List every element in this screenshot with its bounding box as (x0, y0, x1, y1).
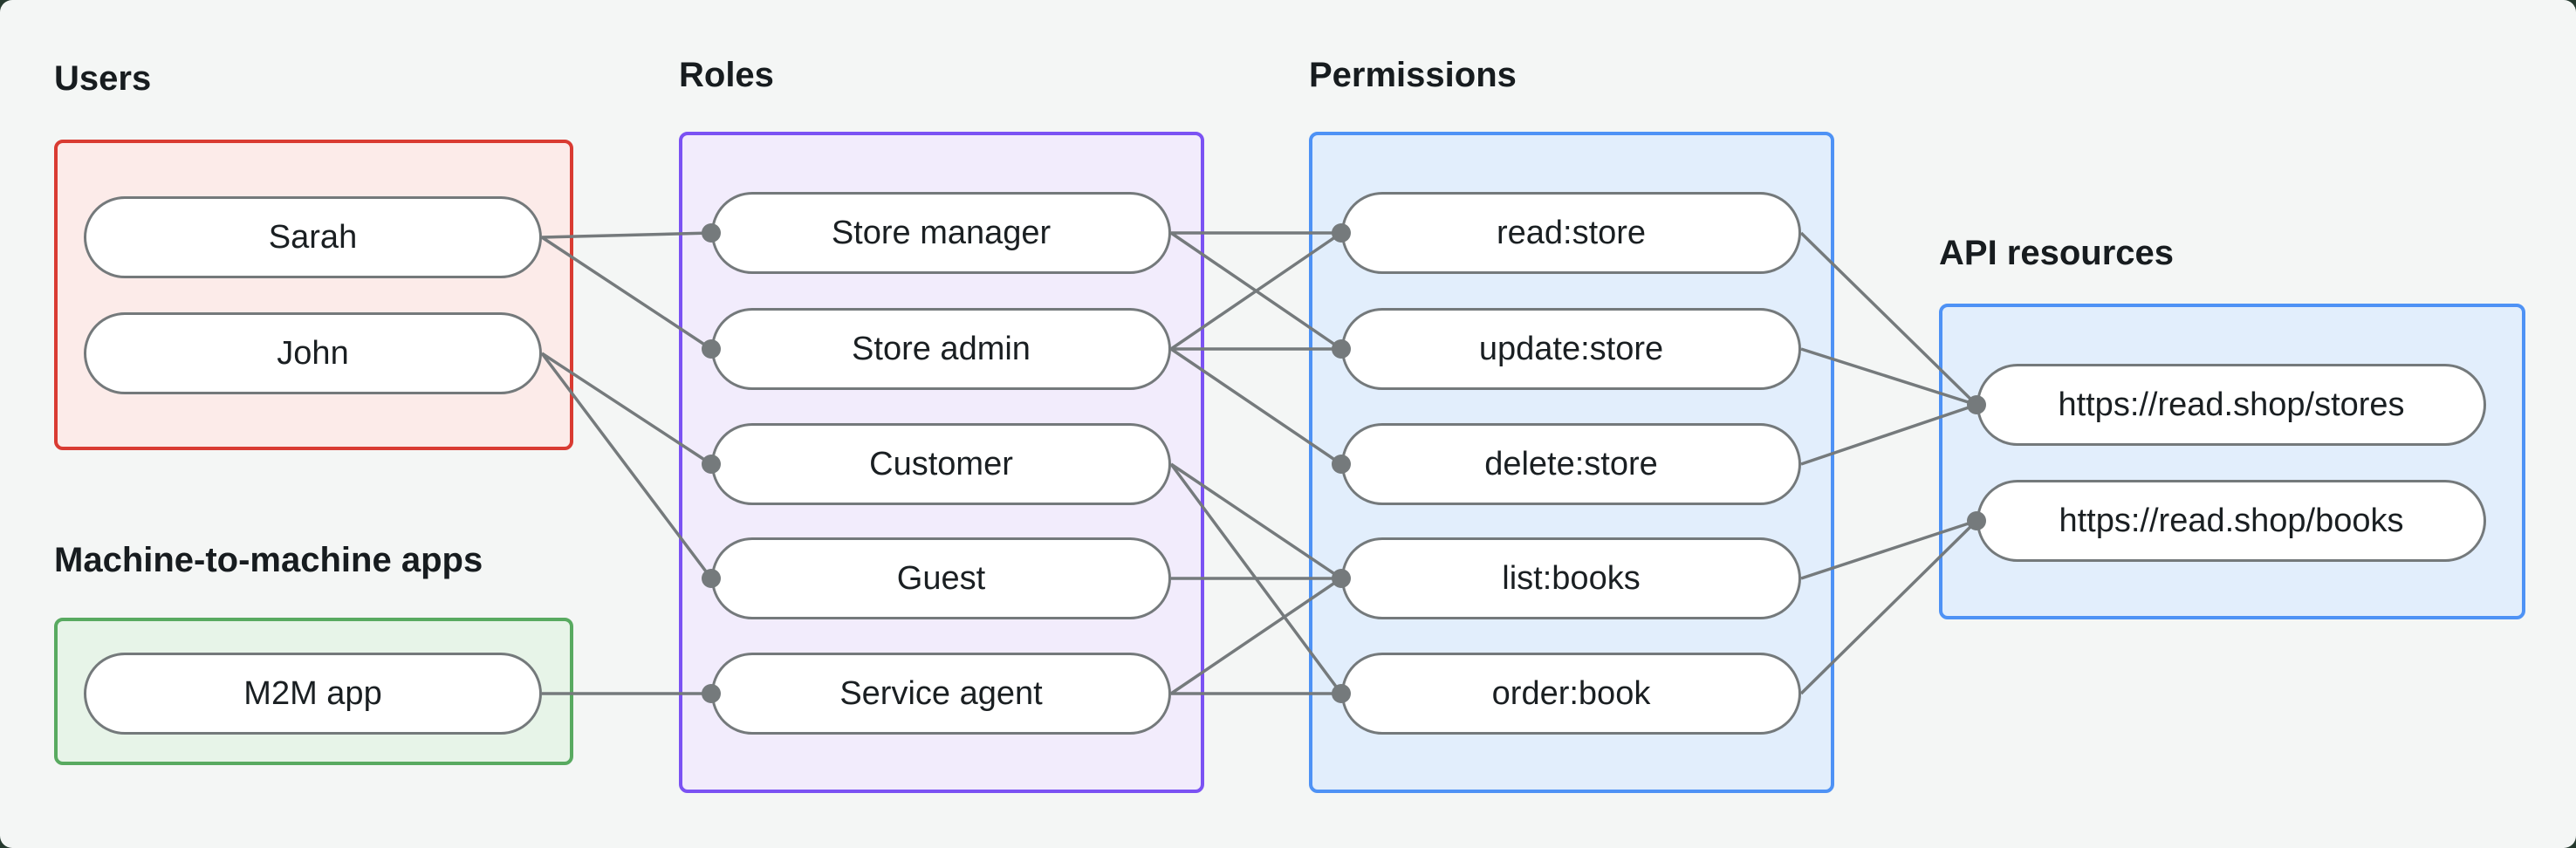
node-api-resource-books: https://read.shop/books (1977, 480, 2486, 562)
node-m2m-app: M2M app (84, 653, 542, 735)
users-group-label: Users (54, 59, 152, 98)
node-role-store-manager: Store manager (711, 192, 1171, 274)
node-role-store-admin: Store admin (711, 308, 1171, 390)
node-api-resource-stores: https://read.shop/stores (1977, 364, 2486, 446)
users-group-box (54, 140, 573, 450)
node-role-guest: Guest (711, 537, 1171, 619)
node-permission-order-book: order:book (1341, 653, 1801, 735)
node-role-customer: Customer (711, 423, 1171, 505)
api-resources-group-box (1939, 304, 2525, 619)
node-user-john: John (84, 312, 542, 394)
node-permission-read-store: read:store (1341, 192, 1801, 274)
node-permission-update-store: update:store (1341, 308, 1801, 390)
roles-group-label: Roles (679, 56, 774, 94)
node-user-sarah: Sarah (84, 196, 542, 278)
m2m-group-label: Machine-to-machine apps (54, 541, 483, 579)
node-permission-list-books: list:books (1341, 537, 1801, 619)
api-resources-group-label: API resources (1939, 234, 2175, 272)
permissions-group-label: Permissions (1309, 56, 1517, 94)
node-permission-delete-store: delete:store (1341, 423, 1801, 505)
node-role-service-agent: Service agent (711, 653, 1171, 735)
